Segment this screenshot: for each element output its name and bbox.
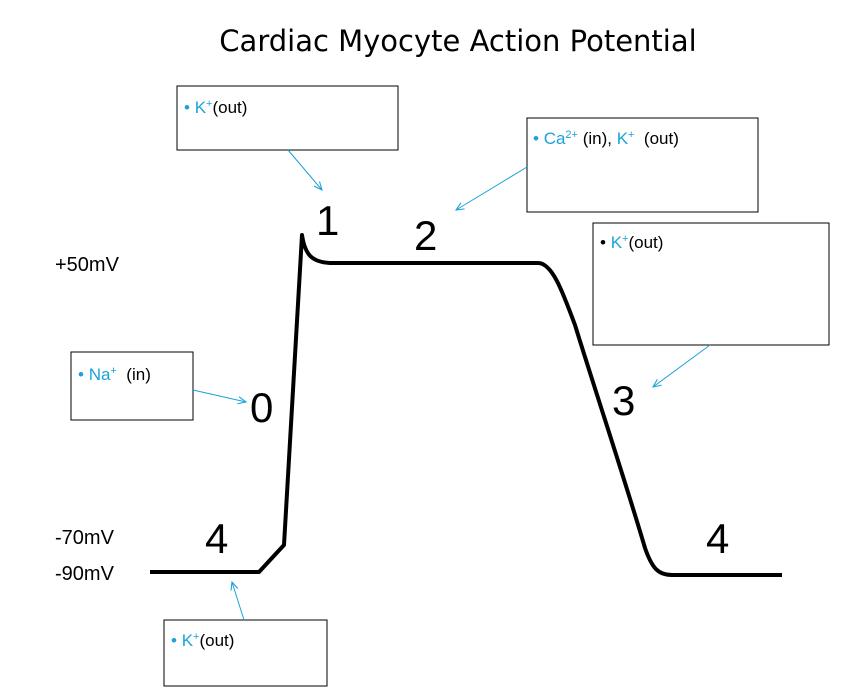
voltage-label-minus90: -90mV (55, 563, 115, 585)
svg-text:• K+(out): • K+(out) (184, 98, 247, 117)
ion-charge: + (206, 98, 212, 110)
svg-text:• K+(out): • K+(out) (600, 233, 663, 252)
ion-direction-potassium: (out) (634, 129, 678, 148)
svg-text:• Na+ (in): • Na+ (in) (78, 365, 151, 384)
phase-1-arrow (287, 149, 322, 190)
voltage-label-plus50: +50mV (55, 254, 120, 276)
phase-2-label: 2 (414, 212, 437, 259)
ion-name: K (182, 631, 194, 650)
ion-name: Na (89, 365, 111, 384)
phase-0-label: 0 (250, 384, 273, 431)
phase-1-ion-box: • K+(out) (176, 85, 399, 151)
phase-2-ion-box: • Ca2+ (in), K+ (out) (526, 117, 759, 213)
ion-direction: (out) (199, 631, 234, 650)
phase-4-left-label: 4 (205, 515, 228, 562)
ion-direction: (in) (117, 365, 151, 384)
ion-charge: + (193, 631, 199, 643)
bullet-icon: • (600, 233, 606, 252)
ion-charge: + (622, 233, 628, 245)
ion-direction: (out) (628, 233, 663, 252)
bullet-icon: • (184, 98, 190, 117)
ion-charge-calcium: 2+ (565, 129, 578, 141)
phase-4-arrow (232, 582, 245, 621)
svg-text:• Ca2+ (in), K+ (out): • Ca2+ (in), K+ (out) (533, 129, 679, 148)
ion-direction-calcium: (in), (578, 129, 617, 148)
ion-charge-potassium: + (628, 129, 634, 141)
ion-name: K (611, 233, 623, 252)
ion-name-calcium: Ca (544, 129, 566, 148)
bullet-icon: • (171, 631, 177, 650)
phase-3-ion-box: • K+(out) (592, 222, 830, 346)
voltage-label-minus70: -70mV (55, 527, 115, 549)
phase-0-arrow (192, 389, 246, 402)
phase-2-arrow (456, 166, 528, 210)
ion-direction: (out) (212, 98, 247, 117)
action-potential-curve (150, 233, 782, 577)
ion-name-potassium: K (617, 129, 629, 148)
bullet-icon: • (533, 129, 539, 148)
bullet-icon: • (78, 365, 84, 384)
phase-0-ion-box: • Na+ (in) (70, 351, 194, 421)
phase-1-label: 1 (316, 197, 339, 244)
ion-name: K (195, 98, 207, 117)
phase-4-right-label: 4 (706, 515, 729, 562)
phase-3-label: 3 (612, 377, 635, 424)
phase-3-arrow (653, 344, 711, 387)
diagram-title: Cardiac Myocyte Action Potential (219, 24, 696, 58)
phase-4-ion-box: • K+(out) (163, 619, 328, 687)
ion-charge: + (110, 365, 116, 377)
svg-text:• K+(out): • K+(out) (171, 631, 234, 650)
